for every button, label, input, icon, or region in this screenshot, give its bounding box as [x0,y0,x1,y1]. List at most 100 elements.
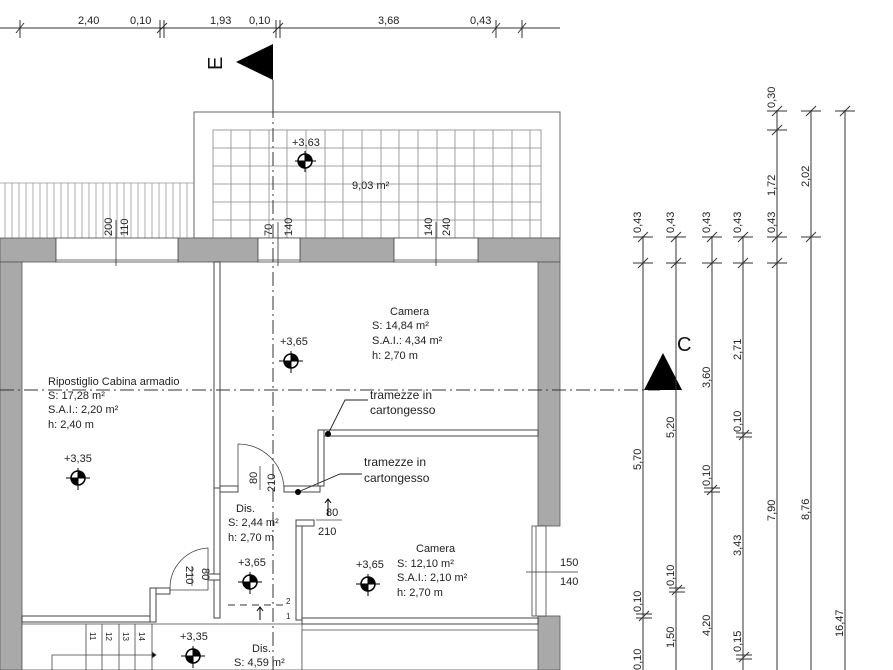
dim-label: 0,10 [732,411,744,432]
dim-label: 0,10 [632,591,644,612]
dim-label: 0,43 [701,212,713,233]
room-name: Camera [416,543,456,555]
dim-label: 1,93 [210,15,231,27]
room-sai: S.A.I.: 2,20 m² [48,404,119,416]
level-marker-icon [181,646,205,668]
room-name: Camera [390,306,430,318]
room-level: +3,65 [238,557,266,569]
stair-number: 14 [137,632,146,641]
dim-label: 8,76 [800,499,812,520]
level-marker-icon [66,468,90,490]
dim-label: 0,43 [732,212,744,233]
stair-number: 12 [104,632,113,641]
leader-dot-icon [325,431,331,437]
room-area: S: 14,84 m² [372,320,429,332]
room-height: h: 2,70 m [372,350,418,362]
annotation: cartongesso [364,471,430,485]
dim-label: 2,02 [800,166,812,187]
interior-walls [21,261,539,625]
door-label: 80 [326,507,338,519]
room-name: Dis. [252,643,271,655]
dim-label: 2,40 [78,15,99,27]
dim-label: 2,71 [732,339,744,360]
annotation: tramezze in [370,388,432,402]
terrace-tiles [212,129,542,239]
level-marker-icon [238,572,262,594]
stair-number: 11 [88,632,97,641]
terrace-level: +3,63 [292,137,320,149]
right-dimension-lines [633,105,855,670]
level-marker-icon [356,574,380,596]
dim-label: 0,15 [732,631,744,652]
level-marker-icon [279,351,303,373]
dim-label: 1,50 [665,627,677,648]
dim-label: 4,20 [701,615,713,636]
room-name: Dis. [236,503,255,515]
level-marker-icon [295,151,316,172]
dim-label: 0,10 [701,465,713,486]
room-area: S: 2,44 m² [228,517,279,529]
dim-label: 3,60 [701,367,713,388]
window-label: 140 [283,218,295,236]
room-area: S: 12,10 m² [397,558,454,570]
dim-label: 0,10 [632,649,644,670]
section-label-e: E [205,57,227,70]
dim-label: 7,90 [766,500,778,521]
window-label: 200 [103,218,115,236]
room-area: S: 4,59 m² [234,657,285,669]
room-sai: S.A.I.: 4,34 m² [372,335,443,347]
balcony-railing [0,182,194,238]
dim-label: 0,30 [766,87,778,108]
leader-dot-icon [295,489,301,495]
dim-label: 16,47 [834,609,846,637]
section-axis-lines [0,104,660,670]
annotation: tramezze in [364,455,426,469]
terrace-outline [193,111,561,239]
dim-label: 3,68 [378,15,399,27]
window-label: 110 [119,218,131,236]
dim-label: 0,43 [766,212,778,233]
window-label: 240 [441,218,453,236]
section-mark-e-icon [236,44,274,104]
door-swings [169,443,342,591]
dim-label: 5,70 [632,449,644,470]
window-label: 150 [560,557,578,569]
room-area: S: 17,28 m² [48,390,105,402]
door-label: 210 [318,526,336,538]
leader-lines [297,399,368,493]
dim-label: 0,43 [470,15,491,27]
stair-mark: 1 [286,612,291,621]
window-label: 140 [560,576,578,588]
arrow-icon [256,498,332,620]
room-sai: S.A.I.: 2,10 m² [397,572,468,584]
dim-label: 5,20 [665,417,677,438]
room-level: +3,65 [280,336,308,348]
dim-label: 0,10 [665,565,677,586]
window-label: 140 [423,218,435,236]
dim-label: 1,72 [766,175,778,196]
window-label: 70 [263,224,275,236]
room-height: h: 2,70 m [228,532,274,544]
room-height: h: 2,40 m [48,419,94,431]
room-level: +3,65 [356,559,384,571]
room-name: Ripostiglio Cabina armadio [48,376,179,388]
top-dimension-line [0,20,560,38]
stair-mark: 2 [286,597,291,606]
room-level: +3,35 [64,453,92,465]
windows [55,237,547,617]
stair-number: 13 [121,632,130,641]
door-label: 80 [248,472,260,484]
room-level: +3,35 [180,631,208,643]
door-label: 210 [183,566,195,584]
section-mark-c-icon [644,353,682,390]
dim-label: 0,10 [249,15,270,27]
section-label-c: C [677,334,691,356]
dim-label: 3,43 [732,535,744,556]
dim-label: 0,43 [665,212,677,233]
dim-label: 0,10 [130,15,151,27]
stairs [51,624,157,670]
dim-label: 0,43 [632,212,644,233]
annotation: cartongesso [370,403,436,417]
terrace-area: 9,03 m² [352,180,390,192]
